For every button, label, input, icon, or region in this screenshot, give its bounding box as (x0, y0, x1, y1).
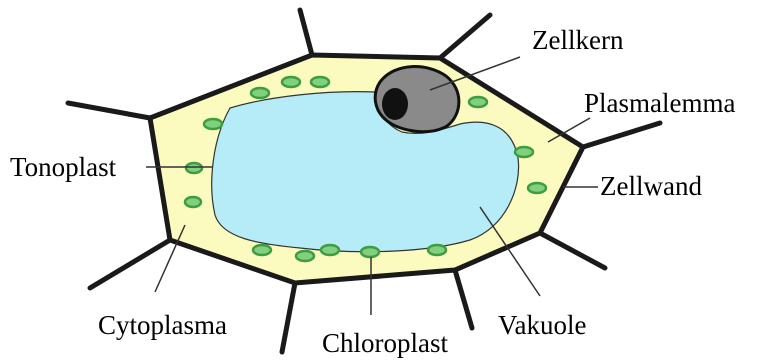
chloroplast (311, 77, 329, 87)
wall-extension (282, 283, 295, 352)
chloroplast (282, 77, 300, 87)
label-vacuole: Vakuole (498, 310, 586, 340)
wall-extension (68, 103, 150, 118)
chloroplast (185, 197, 201, 207)
nucleolus (382, 88, 408, 120)
nucleus (375, 67, 459, 132)
label-cell-wall: Zellwand (600, 171, 702, 201)
wall-extension (440, 15, 490, 58)
chloroplast (321, 245, 339, 255)
label-tonoplast: Tonoplast (10, 152, 117, 182)
wall-extension (583, 123, 660, 147)
chloroplast (204, 119, 222, 129)
chloroplast (251, 88, 269, 98)
label-chloroplast: Chloroplast (322, 328, 448, 358)
label-plasmalemma: Plasmalemma (584, 88, 735, 118)
chloroplast (253, 245, 271, 255)
wall-extension (90, 240, 170, 288)
chloroplast (296, 251, 314, 261)
chloroplast (361, 247, 379, 257)
chloroplast (469, 97, 487, 107)
chloroplast (428, 245, 446, 255)
wall-extension (540, 233, 605, 268)
wall-extension (300, 10, 312, 55)
label-nucleus: Zellkern (532, 25, 624, 55)
chloroplast (515, 147, 533, 157)
label-cytoplasm: Cytoplasma (98, 310, 227, 340)
wall-extension (455, 270, 472, 328)
chloroplast (186, 163, 202, 173)
chloroplast (528, 183, 546, 193)
